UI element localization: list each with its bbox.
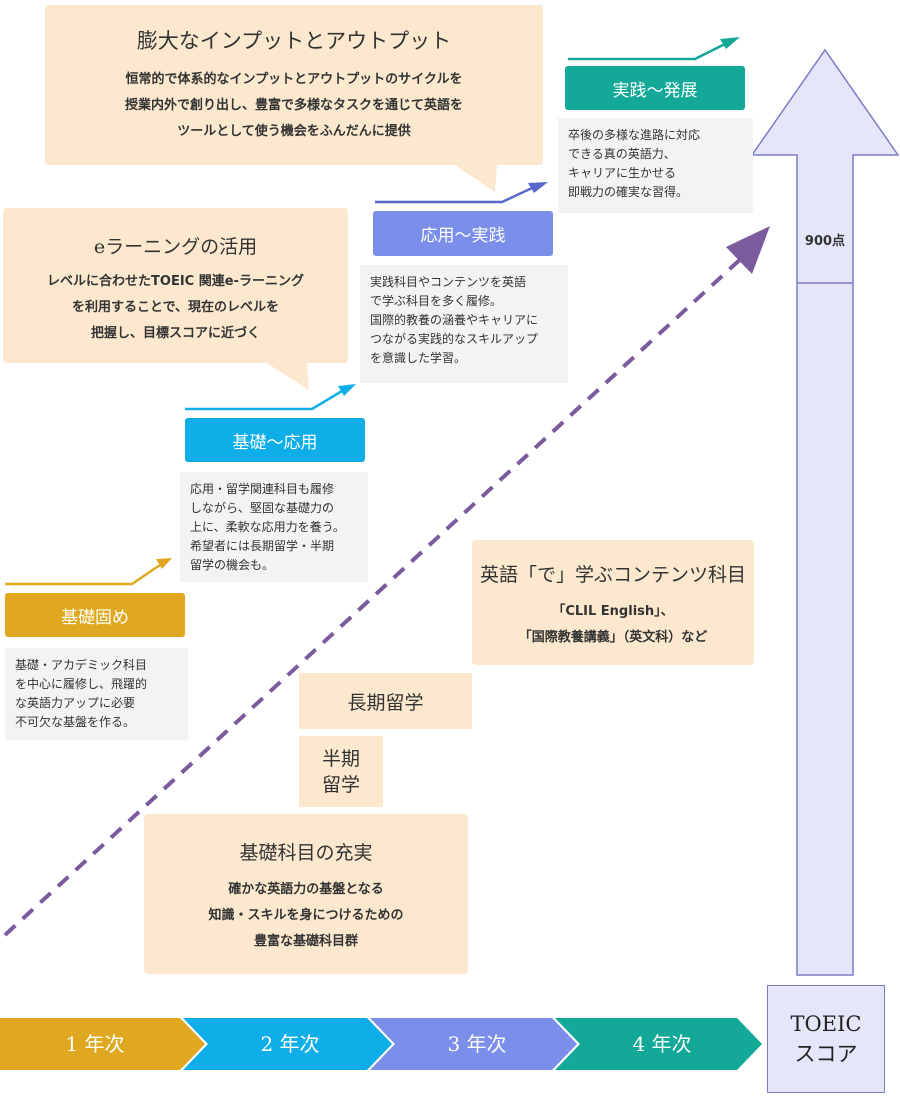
stage-desc-1-line: を中心に履修し、飛躍的 — [15, 677, 148, 691]
year-4-label: 4 年次 — [632, 1032, 692, 1056]
stage-label-3: 応用〜実践 — [373, 211, 553, 256]
toeic-score-caption-line1: TOEIC — [790, 1012, 862, 1036]
callout-main-tail-icon — [455, 165, 497, 192]
stage-desc-1-line: な英語力アップに必要 — [15, 696, 136, 710]
stage-desc-3-line: 国際的教養の涵養やキャリアに — [370, 313, 539, 327]
stage-desc-4-line: キャリアに生かせる — [568, 166, 677, 180]
step-arrow-1-head-icon — [156, 558, 172, 569]
score-900-label: 900点 — [804, 234, 846, 249]
long-term-study-abroad: 長期留学 — [299, 673, 472, 729]
stage-desc-3-line: で学ぶ科目を多く履修。 — [370, 294, 503, 308]
callout-elearning-body: レベルに合わせたTOEIC 関連e-ラーニング を利用することで、現在のレベルを… — [3, 269, 348, 347]
growth-trend-arrowhead-icon — [726, 226, 770, 274]
stage-desc-1-line: 不可欠な基盤を作る。 — [15, 715, 136, 729]
callout-content-subjects-line: 「国際教養講義」（英文科）など — [518, 630, 708, 645]
callout-elearning-line: レベルに合わせたTOEIC 関連e-ラーニング — [47, 274, 304, 289]
year-1-label: 1 年次 — [65, 1032, 125, 1056]
step-arrow-1-icon — [5, 563, 161, 586]
year-1-chevron — [0, 1018, 205, 1070]
callout-basic-subjects: 基礎科目の充実 確かな英語力の基盤となる 知識・スキルを身につけるための 豊富な… — [144, 814, 468, 974]
stage-desc-3-line: を意識した学習。 — [370, 351, 467, 365]
stage-desc-4-line: 即戦力の確実な習得。 — [568, 185, 689, 199]
stage-desc-2-line: しながら、堅固な基礎力の — [190, 501, 335, 515]
step-arrow-3-icon — [375, 186, 533, 204]
stage-desc-4: 卒後の多様な進路に対応 できる真の英語力、 キャリアに生かせる 即戦力の確実な習… — [558, 118, 753, 213]
toeic-score-caption-line2: スコア — [794, 1042, 858, 1066]
stage-desc-3-line: つながる実践的なスキルアップ — [370, 332, 539, 346]
stage-desc-2-line: 応用・留学関連科目も履修 — [190, 482, 335, 496]
callout-elearning-line: 把握し、目標スコアに近づく — [90, 326, 260, 341]
step-arrow-4-head-icon — [720, 37, 740, 49]
stage-desc-1-line: 基礎・アカデミック科目 — [15, 658, 148, 672]
callout-basic-subjects-body: 確かな英語力の基盤となる 知識・スキルを身につけるための 豊富な基礎科目群 — [144, 877, 468, 955]
step-arrow-3-head-icon — [528, 182, 548, 193]
stage-desc-3-line: 実践科目やコンテンツを英語 — [370, 275, 527, 289]
callout-elearning-line: を利用することで、現在のレベルを — [71, 300, 280, 315]
step-arrow-2-icon — [185, 389, 343, 411]
year-3-label: 3 年次 — [447, 1032, 507, 1056]
year-4-chevron — [555, 1018, 762, 1070]
callout-input-output: 膨大なインプットとアウトプット 恒常的で体系的なインプットとアウトプットのサイク… — [45, 5, 543, 165]
step-arrow-4-icon — [568, 42, 726, 61]
callout-content-subjects: 英語「で」学ぶコンテンツ科目 「CLIL English」、 「国際教養講義」（… — [472, 540, 754, 665]
stage-desc-4-line: できる真の英語力、 — [568, 147, 676, 161]
callout-input-output-line: ツールとして使う機会をふんだんに提供 — [177, 124, 411, 139]
year-2-label: 2 年次 — [260, 1032, 320, 1056]
year-2-chevron — [183, 1018, 392, 1070]
stage-label-1: 基礎固め — [5, 593, 185, 637]
callout-content-subjects-title: 英語「で」学ぶコンテンツ科目 — [479, 564, 746, 586]
year-3-chevron — [370, 1018, 577, 1070]
half-term-study-abroad-line1: 半期 — [321, 747, 360, 770]
stage-desc-2-line: 上に、柔軟な応用力を養う。 — [190, 520, 345, 534]
stage-label-2: 基礎〜応用 — [185, 418, 365, 462]
callout-basic-subjects-title: 基礎科目の充実 — [239, 842, 373, 864]
score-arrow-icon — [750, 48, 900, 976]
toeic-score-caption: TOEIC スコア — [767, 985, 885, 1093]
callout-input-output-line: 恒常的で体系的なインプットとアウトプットのサイクルを — [125, 72, 463, 87]
callout-content-subjects-line: 「CLIL English」、 — [552, 604, 674, 619]
callout-elearning: eラーニングの活用 レベルに合わせたTOEIC 関連e-ラーニング を利用するこ… — [3, 208, 348, 363]
callout-basic-subjects-line: 知識・スキルを身につけるための — [208, 908, 404, 923]
callout-input-output-body: 恒常的で体系的なインプットとアウトプットのサイクルを 授業内外で創り出し、豊富で… — [45, 67, 543, 145]
stage-desc-1: 基礎・アカデミック科目 を中心に履修し、飛躍的 な英語力アップに必要 不可欠な基… — [5, 648, 188, 740]
callout-content-subjects-body: 「CLIL English」、 「国際教養講義」（英文科）など — [472, 599, 754, 651]
step-arrow-2-head-icon — [338, 384, 356, 396]
half-term-study-abroad: 半期 留学 — [299, 736, 383, 807]
stage-desc-4-line: 卒後の多様な進路に対応 — [568, 128, 701, 142]
stage-desc-3: 実践科目やコンテンツを英語 で学ぶ科目を多く履修。 国際的教養の涵養やキャリアに… — [360, 265, 568, 383]
callout-basic-subjects-line: 確かな英語力の基盤となる — [228, 882, 384, 897]
callout-elearning-tail-icon — [265, 362, 309, 390]
stage-desc-2-line: 留学の機会も。 — [190, 558, 275, 572]
callout-input-output-line: 授業内外で創り出し、豊富で多様なタスクを通じて英語を — [124, 98, 463, 113]
stage-desc-2: 応用・留学関連科目も履修 しながら、堅固な基礎力の 上に、柔軟な応用力を養う。 … — [180, 472, 368, 582]
half-term-study-abroad-line2: 留学 — [321, 773, 360, 796]
callout-elearning-title: eラーニングの活用 — [93, 236, 258, 258]
callout-basic-subjects-line: 豊富な基礎科目群 — [253, 934, 358, 949]
callout-input-output-title: 膨大なインプットとアウトプット — [136, 29, 452, 53]
stage-desc-2-line: 希望者には長期留学・半期 — [190, 539, 335, 553]
stage-label-4: 実践〜発展 — [565, 66, 745, 110]
